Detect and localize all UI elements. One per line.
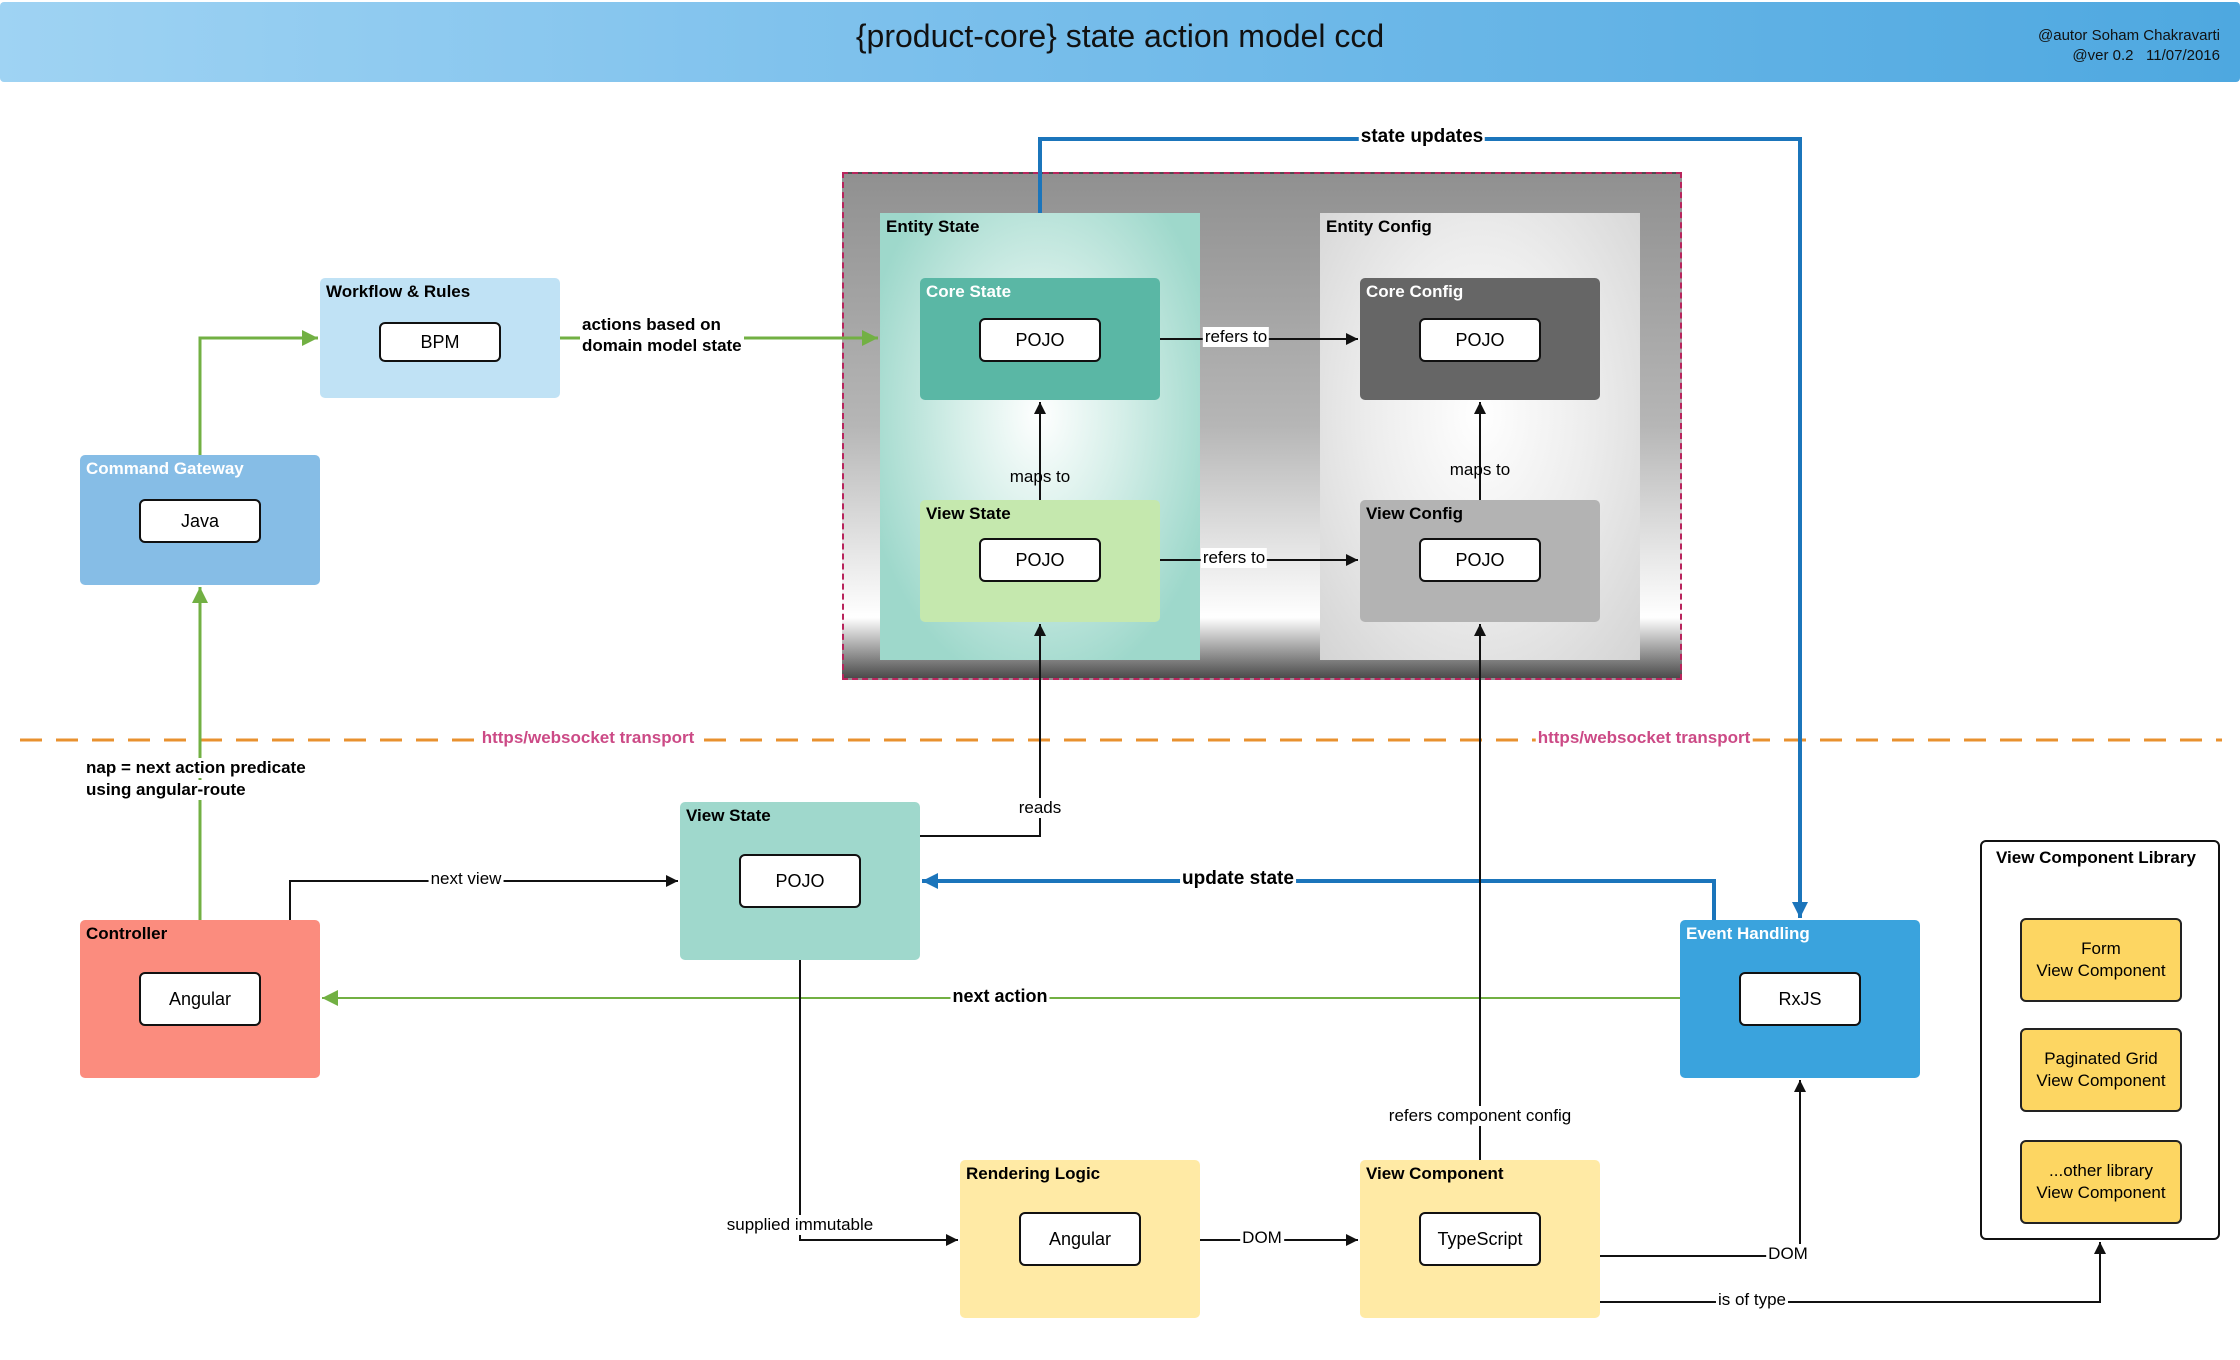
header-banner [0,2,2240,82]
library-item-grid-line2: View Component [2036,1071,2166,1090]
library-item-grid[interactable]: Paginated Grid View Component [2020,1028,2182,1112]
label-actions-line2: domain model state [580,336,744,356]
author-meta: @autor Soham Chakravarti @ver 0.2 11/07/… [2038,26,2220,66]
core-config-box[interactable]: Core Config POJO [1360,278,1600,400]
library-item-form-line2: View Component [2036,961,2166,980]
edge-dom-event [1600,1080,1806,1257]
command-gateway-box[interactable]: Command Gateway Java [80,455,320,585]
label-actions-line1: actions based on [580,315,723,335]
edge-next-view [289,875,678,920]
view-component-title: View Component [1366,1164,1504,1183]
entity-config-title: Entity Config [1326,217,1432,236]
author-line: @autor Soham Chakravarti [2038,27,2220,44]
edge-supplied-immutable [799,960,958,1246]
view-component-library[interactable]: View Component Library Form View Compone… [1980,840,2220,1240]
core-state-title: Core State [926,282,1012,301]
view-state-server-pojo[interactable]: POJO [979,538,1101,582]
event-handling-title: Event Handling [1686,924,1810,943]
library-item-other-line2: View Component [2036,1183,2166,1202]
edge-update-state [922,873,1716,920]
controller-angular[interactable]: Angular [139,972,261,1026]
date: 11/07/2016 [2146,47,2220,64]
label-transport-right: https/websocket transport [1535,728,1753,748]
rendering-logic-box[interactable]: Rendering Logic Angular [960,1160,1200,1318]
view-component-box[interactable]: View Component TypeScript [1360,1160,1600,1318]
label-refers-component-config: refers component config [1386,1106,1574,1126]
label-refers-to-core: refers to [1202,327,1270,347]
command-gateway-title: Command Gateway [86,459,244,478]
controller-box[interactable]: Controller Angular [80,920,320,1078]
edge-state-updates [1038,137,1808,918]
library-item-form-line1: Form [2081,939,2121,958]
library-item-form[interactable]: Form View Component [2020,918,2182,1002]
label-maps-to-state: maps to [1009,467,1071,486]
label-dom-event: DOM [1766,1244,1810,1264]
label-next-view: next view [428,869,504,889]
edge-is-of-type [1600,1242,2106,1303]
edge-reads [920,624,1046,837]
version: @ver 0.2 [2072,47,2134,64]
view-config-title: View Config [1366,504,1463,523]
label-update-state: update state [1180,868,1296,889]
core-config-title: Core Config [1366,282,1464,301]
core-state-box[interactable]: Core State POJO [920,278,1160,400]
library-item-other-line1: ...other library [2049,1161,2153,1180]
version-line: @ver 0.2 11/07/2016 [2038,46,2220,66]
view-config-pojo[interactable]: POJO [1419,538,1541,582]
label-reads: reads [1016,798,1064,818]
library-item-other[interactable]: ...other library View Component [2020,1140,2182,1224]
label-next-action: next action [950,986,1050,1006]
view-state-client-box[interactable]: View State POJO [680,802,920,960]
view-state-server-box[interactable]: View State POJO [920,500,1160,622]
label-maps-to-config: maps to [1449,460,1511,479]
rendering-logic-title: Rendering Logic [966,1164,1101,1183]
core-state-pojo[interactable]: POJO [979,318,1101,362]
label-dom-render: DOM [1240,1228,1284,1248]
label-nap-line1: nap = next action predicate [84,758,308,778]
library-title: View Component Library [1996,848,2196,867]
view-state-client-pojo[interactable]: POJO [739,854,861,908]
label-is-of-type: is of type [1715,1290,1789,1310]
view-config-box[interactable]: View Config POJO [1360,500,1600,622]
edge-gateway-to-workflow [198,330,318,455]
library-item-grid-line1: Paginated Grid [2044,1049,2158,1068]
entity-state-title: Entity State [886,217,980,236]
event-handling-box[interactable]: Event Handling RxJS [1680,920,1920,1078]
event-handling-rxjs[interactable]: RxJS [1739,972,1861,1026]
controller-title: Controller [86,924,168,943]
core-config-pojo[interactable]: POJO [1419,318,1541,362]
rendering-logic-angular[interactable]: Angular [1019,1212,1141,1266]
view-component-typescript[interactable]: TypeScript [1419,1212,1541,1266]
workflow-rules-title: Workflow & Rules [326,282,471,301]
label-state-updates: state updates [1358,126,1486,147]
view-state-server-title: View State [926,504,1011,523]
label-transport-left: https/websocket transport [479,728,697,748]
label-nap-line2: using angular-route [84,780,248,800]
command-gateway-java[interactable]: Java [139,499,261,543]
workflow-rules-box[interactable]: Workflow & Rules BPM [320,278,560,398]
label-refers-to-view: refers to [1200,548,1268,568]
view-state-client-title: View State [686,806,771,825]
workflow-bpm[interactable]: BPM [379,322,501,362]
diagram-title: {product-core} state action model ccd [855,18,1385,54]
label-supplied-immutable: supplied immutable [724,1215,876,1235]
